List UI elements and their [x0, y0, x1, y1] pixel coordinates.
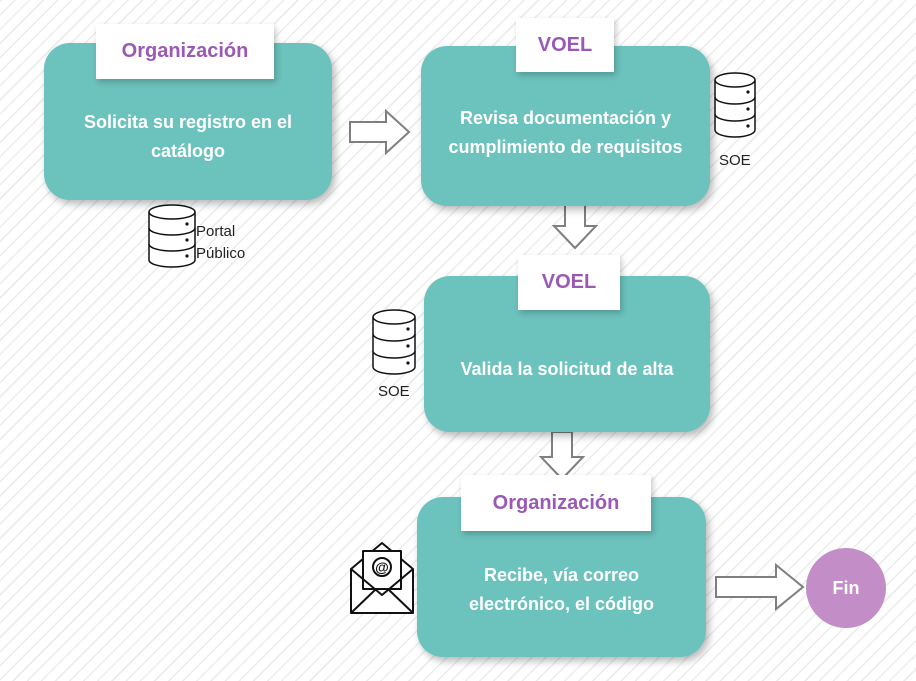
end-node: Fin — [806, 548, 886, 628]
database-icon — [148, 204, 196, 268]
step-4-text: Recibe, vía correo electrónico, el códig… — [468, 565, 655, 614]
step-2-text: Revisa documentación y cumplimiento de r… — [448, 108, 683, 157]
step-2-box: Revisa documentación y cumplimiento de r… — [421, 46, 710, 206]
arrow-down-icon — [551, 200, 599, 250]
step-2-system-label: SOE — [719, 152, 751, 169]
step-1-system-label: Portal Público — [196, 223, 246, 262]
step-1-actor: Organización — [96, 24, 274, 79]
step-4-actor: Organización — [461, 475, 651, 531]
database-icon — [714, 72, 756, 138]
arrow-down-icon — [538, 431, 586, 481]
arrow-right-icon — [349, 108, 411, 156]
step-3-text: Valida la solicitud de alta — [460, 358, 674, 379]
step-3-actor: VOEL — [518, 255, 620, 310]
arrow-right-icon — [715, 562, 805, 612]
email-envelope-icon: @ — [350, 542, 414, 614]
database-icon — [372, 309, 416, 375]
svg-text:@: @ — [375, 559, 389, 575]
end-label: Fin — [832, 577, 860, 598]
step-1-text: Solicita su registro en el catálogo — [83, 111, 293, 161]
step-3-system-label: SOE — [378, 383, 410, 400]
step-2-actor: VOEL — [516, 18, 614, 72]
